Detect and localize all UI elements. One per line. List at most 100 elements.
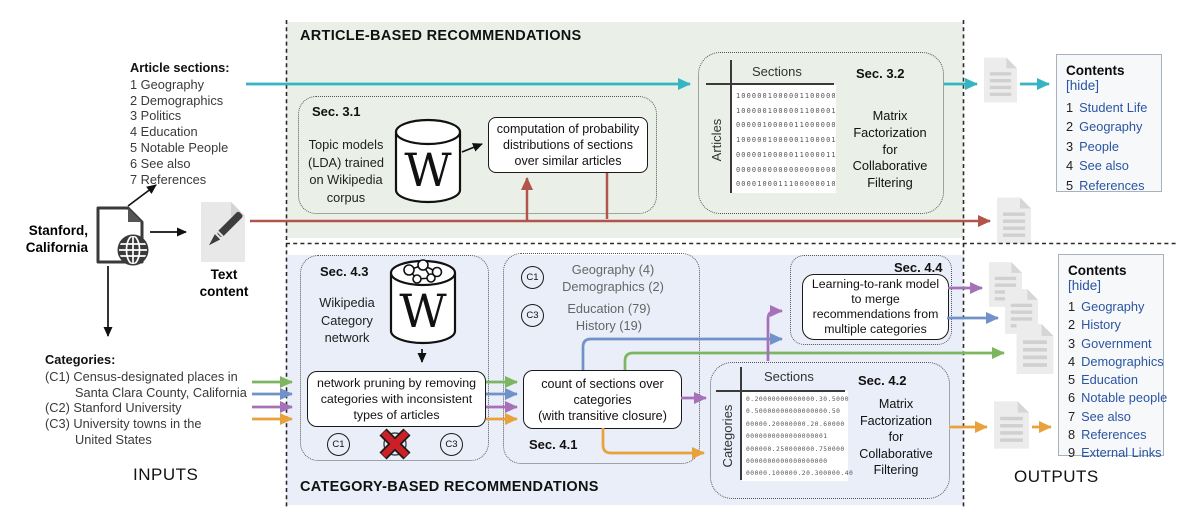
- pruning-box: network pruning by removing categories w…: [307, 371, 486, 427]
- sec-4-1-label: Sec. 4.1: [529, 437, 578, 452]
- sec-3-2-method: Matrix Factorization for Collaborative F…: [852, 108, 928, 191]
- toc-entry-link[interactable]: References: [1081, 427, 1147, 443]
- c3-section-counts: Education (79) History (19): [567, 301, 651, 333]
- output-doc-green-icon: [1016, 324, 1054, 374]
- matrix-3-2-bg: [732, 85, 836, 193]
- toc-entry-link[interactable]: Geography: [1081, 299, 1145, 314]
- sec-3-2-box: [698, 52, 944, 214]
- toc-entry-number: 7: [1068, 408, 1076, 424]
- toc-entry-link[interactable]: Student Life: [1079, 100, 1148, 115]
- c1-section-counts: Geography (4) Demographics (2): [562, 262, 664, 294]
- matrix-4-2-cols-label: Sections: [764, 369, 814, 384]
- computation-box: computation of probability distributions…: [488, 117, 648, 173]
- list-item: (C2) Stanford University: [45, 400, 182, 416]
- matrix-row: 00000.100000.20.300000.40: [746, 470, 854, 478]
- wikipedia-corpus-cylinder-icon: W: [394, 118, 462, 206]
- toc-entry-link[interactable]: See also: [1081, 408, 1131, 424]
- article-sections-title: Article sections:: [130, 60, 230, 75]
- sec-4-3-desc: Wikipedia Category network: [319, 295, 375, 345]
- article-sections-list: Article sections: 1 Geography 2 Demograp…: [130, 60, 230, 187]
- toc-entry-number: 3: [1066, 138, 1074, 154]
- toc-entry-number: 3: [1068, 335, 1076, 351]
- matrix-row: 0000100011100000010: [736, 180, 837, 189]
- list-item: 6 See also: [130, 155, 191, 171]
- sec-4-4-box: [790, 255, 952, 345]
- list-item: 3 Politics: [130, 108, 182, 124]
- toc-title: Contents: [1068, 263, 1127, 278]
- sec-4-2-label: Sec. 4.2: [858, 373, 907, 388]
- source-article-label: Stanford, California: [25, 223, 88, 255]
- toc-entry-link[interactable]: References: [1079, 177, 1145, 193]
- list-item: 2 Demographics: [130, 92, 224, 108]
- matrix-3-2-cols-label: Sections: [752, 64, 802, 79]
- text-content-icon: [200, 201, 246, 263]
- toc-entry-link[interactable]: Government: [1081, 335, 1152, 351]
- toc-header: Contents [hide]: [1068, 263, 1154, 293]
- toc-title: Contents: [1066, 63, 1125, 78]
- matrix-4-2-y-axis: [740, 367, 742, 480]
- toc-header: Contents [hide]: [1066, 63, 1152, 93]
- categories-list: Categories: (C1) Census-designated place…: [45, 352, 247, 448]
- network-graph-icon: [403, 259, 443, 284]
- matrix-4-2-rows-label: Categories: [720, 404, 735, 468]
- toc-entry-number: 8: [1068, 427, 1076, 443]
- matrix-3-2-y-axis: [730, 60, 732, 193]
- sec-4-4-label: Sec. 4.4: [894, 260, 943, 275]
- sec-4-3-box: [300, 255, 489, 461]
- toc-entry-link[interactable]: External Links: [1081, 445, 1162, 461]
- removed-category-x-icon: [379, 428, 411, 460]
- category-based-title: CATEGORY-BASED RECOMMENDATIONS: [300, 479, 599, 495]
- sec-3-1-desc: Topic models (LDA) trained on Wikipedia …: [307, 137, 385, 205]
- sec-3-1-label: Sec. 3.1: [312, 104, 361, 119]
- wikipedia-w: W: [404, 143, 452, 197]
- toc-entry-link[interactable]: See also: [1079, 158, 1129, 174]
- sec-4-3-label: Sec. 4.3: [320, 264, 369, 279]
- matrix-row: 0000010000011000000: [736, 121, 837, 130]
- matrix-row: 0.50000000000000000.50: [746, 408, 841, 416]
- list-item: 1 Geography: [130, 76, 204, 92]
- matrix-row: 000000.250000000.750000: [746, 445, 845, 453]
- list-item: 7 References: [130, 171, 207, 187]
- category-c1-badge: C1: [327, 433, 350, 456]
- toc-entry: 6 Notable people: [1068, 389, 1167, 407]
- toc-entry: 8 References: [1068, 426, 1154, 444]
- list-item: Santa Clara County, California: [75, 384, 247, 400]
- toc-entry-link[interactable]: History: [1081, 317, 1121, 333]
- matrix-4-2-bg: [742, 391, 848, 481]
- toc-entry-number: 4: [1068, 353, 1076, 369]
- toc-entry-number: 2: [1068, 317, 1076, 333]
- toc-entry: 7 See also: [1068, 408, 1154, 426]
- wikipedia-w: W: [399, 284, 447, 338]
- list-item: 4 Education: [130, 124, 198, 140]
- toc-hide-link[interactable]: [hide]: [1068, 278, 1102, 293]
- category-c3-badge: C3: [440, 433, 463, 456]
- text-content-label: Text content: [199, 267, 249, 299]
- output-doc-article-toc-icon: [984, 57, 1017, 103]
- toc-category-based: Contents [hide] 1 Geography 2 History 3 Gov…: [1058, 254, 1167, 460]
- toc-entry-link[interactable]: Notable people: [1081, 390, 1168, 406]
- matrix-3-2-x-axis: [706, 83, 834, 85]
- matrix-row: 0000000000000000000: [736, 165, 837, 174]
- output-doc-blue-icon: [1005, 289, 1038, 334]
- toc-entry: 1 Geography: [1068, 298, 1154, 316]
- matrix-row: 0.20000000000000.30.5000: [746, 396, 849, 403]
- toc-entry-link[interactable]: Education: [1081, 372, 1139, 388]
- list-item: (C1) Census-designated places in: [45, 368, 238, 384]
- list-item: United States: [75, 431, 152, 447]
- matrix-row: 0000000000000000000: [746, 458, 828, 466]
- toc-entry-link[interactable]: Demographics: [1081, 353, 1164, 369]
- toc-entry-link[interactable]: People: [1079, 138, 1119, 154]
- category-c1-badge: C1: [521, 266, 544, 289]
- toc-hide-link[interactable]: [hide]: [1066, 78, 1100, 93]
- toc-entry-link[interactable]: Geography: [1079, 119, 1143, 135]
- toc-entry-number: 1: [1068, 299, 1076, 314]
- matrix-row: 1000001000001100000: [736, 92, 837, 100]
- toc-entry-number: 6: [1068, 390, 1076, 406]
- matrix-4-2-values: 0.20000000000000.30.5000 0.5000000000000…: [746, 394, 853, 481]
